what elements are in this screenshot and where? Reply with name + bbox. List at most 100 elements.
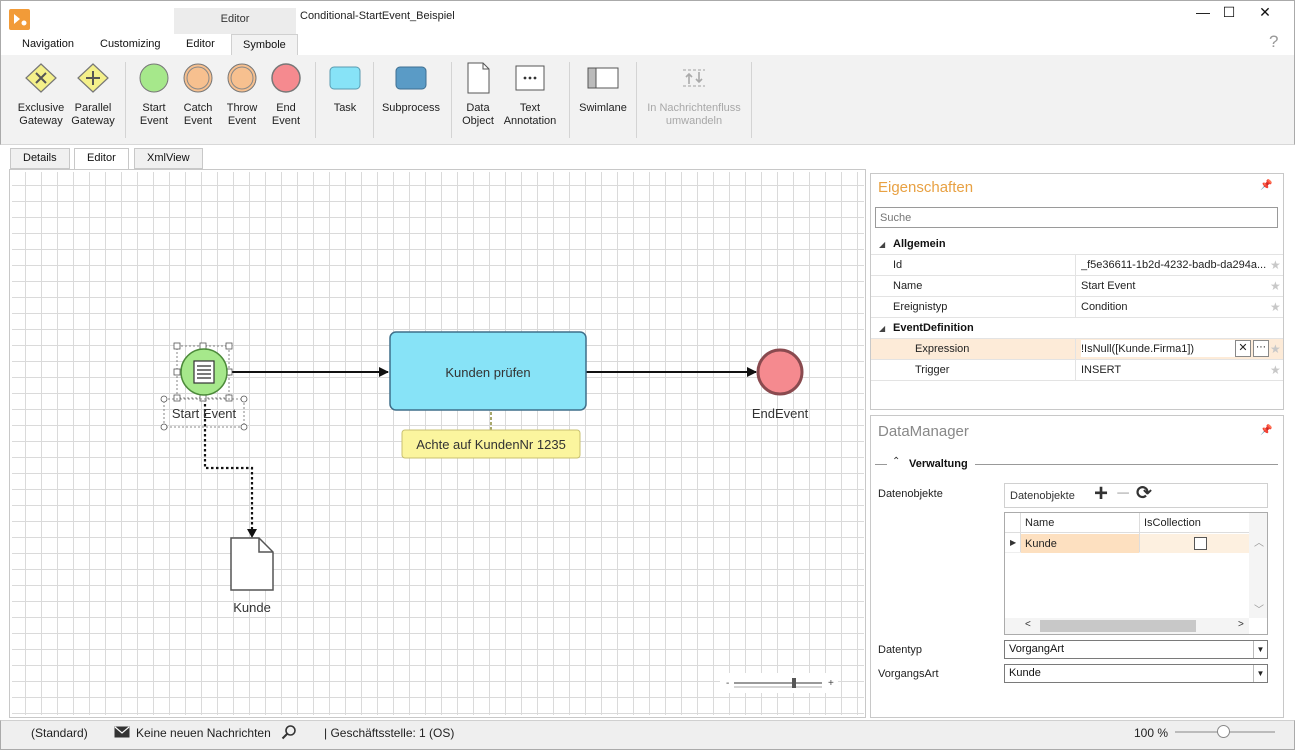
start-event-label[interactable]: Start Event xyxy=(172,406,237,421)
property-value-id[interactable]: _f5e36611-1b2d-4232-badb-da294a... xyxy=(1081,259,1267,271)
collapse-caret-icon[interactable]: ◢ xyxy=(879,324,886,333)
vertical-scrollbar[interactable] xyxy=(1249,513,1267,618)
zoom-slider-thumb[interactable] xyxy=(1217,725,1230,738)
catch-event-button[interactable]: Catch Event xyxy=(178,60,218,128)
convert-message-flow-button[interactable]: In Nachrichtenfluss umwandeln xyxy=(642,60,746,128)
column-header-name[interactable]: Name xyxy=(1025,517,1055,529)
convert-flow-icon xyxy=(642,62,746,98)
horizontal-scrollbar-thumb[interactable] xyxy=(1040,620,1196,632)
close-button[interactable]: ✕ xyxy=(1259,4,1271,20)
refresh-icon[interactable]: ⟳ xyxy=(1136,483,1152,504)
property-row-id[interactable]: Id _f5e36611-1b2d-4232-badb-da294a... ★ xyxy=(871,255,1283,276)
zoom-minus[interactable]: - xyxy=(726,678,729,689)
property-category-allgemein[interactable]: ◢ Allgemein xyxy=(871,234,1283,255)
tab-editor[interactable]: Editor xyxy=(186,38,215,50)
property-row-ereignistyp[interactable]: Ereignistyp Condition ★ xyxy=(871,297,1283,318)
swimlane-button[interactable]: Swimlane xyxy=(576,60,630,115)
add-icon[interactable]: + xyxy=(1094,480,1109,507)
star-icon[interactable]: ★ xyxy=(1270,363,1281,377)
tab-navigation[interactable]: Navigation xyxy=(22,38,74,50)
end-event-shape[interactable] xyxy=(756,348,804,396)
property-value-expression[interactable]: !IsNull([Kunde.Firma1]) xyxy=(1081,340,1237,357)
star-icon[interactable]: ★ xyxy=(1270,342,1281,356)
pin-icon[interactable]: 📌 xyxy=(1260,425,1273,436)
bpmn-diagram[interactable]: Start Event Kunden prüfen EndEvent Achte… xyxy=(12,172,864,715)
data-object-label[interactable]: Kunde xyxy=(233,600,271,615)
data-association-arrowhead xyxy=(247,529,257,538)
data-association[interactable] xyxy=(203,394,254,534)
property-row-name[interactable]: Name Start Event ★ xyxy=(871,276,1283,297)
datentyp-select[interactable]: VorgangArt ▼ xyxy=(1004,640,1268,659)
status-branch-value: 1 (OS) xyxy=(419,726,455,740)
mail-icon[interactable] xyxy=(114,726,130,741)
status-profile[interactable]: (Standard) xyxy=(31,726,88,740)
annotation-text[interactable]: Achte auf KundenNr 1235 xyxy=(416,437,566,452)
start-event-shape[interactable] xyxy=(180,348,228,396)
throw-event-icon xyxy=(222,62,262,98)
star-icon[interactable]: ★ xyxy=(1270,258,1281,272)
dropdown-arrow-icon[interactable]: ▼ xyxy=(1253,665,1267,682)
data-object-shape[interactable] xyxy=(230,537,274,591)
tab-symbole[interactable]: Symbole xyxy=(231,34,298,55)
grid-cell-name[interactable]: Kunde xyxy=(1021,534,1139,553)
tab-customizing[interactable]: Customizing xyxy=(100,38,161,50)
property-value-trigger[interactable]: INSERT xyxy=(1081,364,1122,376)
end-event-label[interactable]: EndEvent xyxy=(752,406,809,421)
parallel-gateway-button[interactable]: Parallel Gateway xyxy=(67,60,119,128)
section-collapse-icon[interactable]: ⌃ xyxy=(892,456,901,467)
canvas-zoom-slider[interactable] xyxy=(720,673,838,693)
datentyp-label: Datentyp xyxy=(878,644,923,656)
doc-tab-details[interactable]: Details xyxy=(10,148,70,169)
status-messages[interactable]: Keine neuen Nachrichten xyxy=(136,726,271,740)
data-object-button[interactable]: Data Object xyxy=(458,60,498,128)
zoom-plus[interactable]: + xyxy=(828,678,834,689)
subprocess-button[interactable]: Subprocess xyxy=(380,60,442,115)
start-event-button[interactable]: Start Event xyxy=(134,60,174,128)
end-event-button[interactable]: End Event xyxy=(266,60,306,128)
help-icon[interactable]: ? xyxy=(1269,32,1279,51)
star-icon[interactable]: ★ xyxy=(1270,300,1281,314)
section-line xyxy=(875,464,887,465)
property-value-name[interactable]: Start Event xyxy=(1081,280,1136,292)
ribbon-separator xyxy=(315,62,316,138)
scroll-right-icon[interactable]: > xyxy=(1238,619,1244,630)
property-row-expression[interactable]: Expression !IsNull([Kunde.Firma1]) ✕ ⋯ ★ xyxy=(871,339,1283,360)
maximize-button[interactable]: ☐ xyxy=(1222,4,1236,20)
properties-search-input[interactable] xyxy=(875,207,1278,228)
iscollection-checkbox[interactable] xyxy=(1194,537,1207,550)
collapse-caret-icon[interactable]: ◢ xyxy=(879,240,886,249)
vorgangsart-select[interactable]: Kunde ▼ xyxy=(1004,664,1268,683)
scroll-up-icon[interactable]: ︿ xyxy=(1254,538,1264,549)
throw-event-button[interactable]: Throw Event xyxy=(222,60,262,128)
clear-value-button[interactable]: ✕ xyxy=(1235,340,1251,357)
scroll-left-icon[interactable]: < xyxy=(1025,619,1031,630)
property-category-eventdefinition[interactable]: ◢ EventDefinition xyxy=(871,318,1283,339)
selection-handles[interactable] xyxy=(173,342,233,402)
swimlane-icon xyxy=(576,62,630,98)
dropdown-arrow-icon[interactable]: ▼ xyxy=(1253,641,1267,658)
ellipsis-button[interactable]: ⋯ xyxy=(1253,340,1269,357)
scroll-down-icon[interactable]: ﹀ xyxy=(1254,605,1264,616)
exclusive-gateway-button[interactable]: Exclusive Gateway xyxy=(15,60,67,128)
text-annotation-shape[interactable] xyxy=(401,429,581,459)
property-row-trigger[interactable]: Trigger INSERT ★ xyxy=(871,360,1283,381)
text-annotation-icon xyxy=(501,62,559,98)
column-header-iscollection[interactable]: IsCollection xyxy=(1144,517,1201,529)
minimize-button[interactable]: — xyxy=(1196,4,1210,20)
property-value-ereignistyp[interactable]: Condition xyxy=(1081,301,1128,313)
doc-tab-editor[interactable]: Editor xyxy=(74,148,129,170)
subprocess-icon xyxy=(380,62,442,98)
search-icon[interactable] xyxy=(281,724,297,743)
task-shape[interactable] xyxy=(389,331,587,411)
doc-tab-xmlview[interactable]: XmlView xyxy=(134,148,203,169)
label-selection-handles[interactable] xyxy=(160,395,248,431)
section-verwaltung[interactable]: Verwaltung xyxy=(909,458,968,470)
task-button[interactable]: Task xyxy=(324,60,366,115)
datenobjekte-toolbar xyxy=(1004,483,1268,508)
pin-icon[interactable]: 📌 xyxy=(1260,180,1273,191)
zoom-slider-thumb[interactable] xyxy=(792,678,796,688)
text-annotation-button[interactable]: Text Annotation xyxy=(501,60,559,128)
remove-icon[interactable]: − xyxy=(1116,480,1131,507)
star-icon[interactable]: ★ xyxy=(1270,279,1281,293)
task-label[interactable]: Kunden prüfen xyxy=(445,365,530,380)
